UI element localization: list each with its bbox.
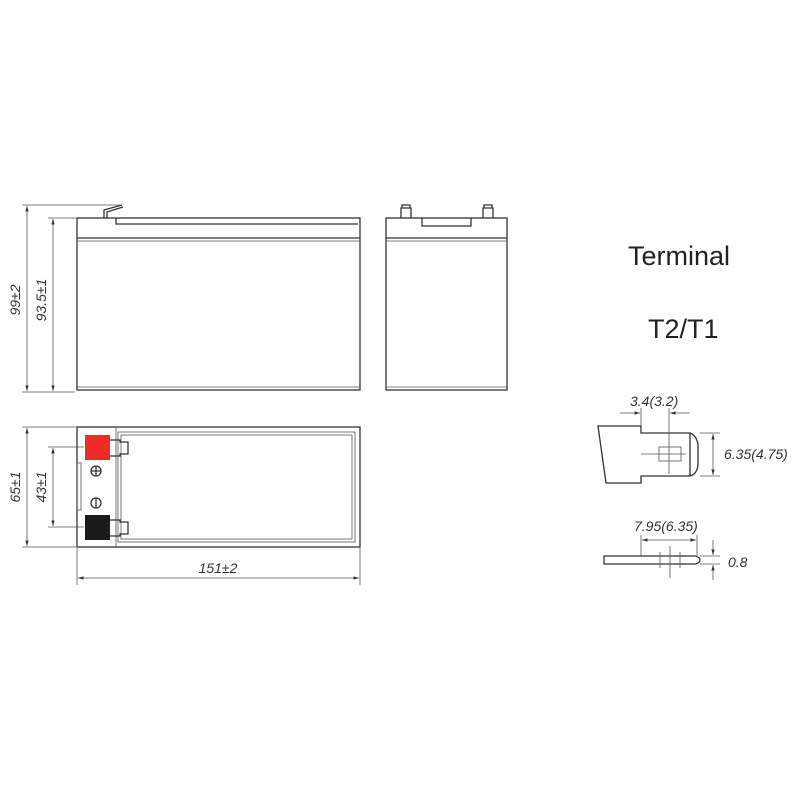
terminal-left [400, 204, 412, 218]
terminal-thickness-label: 0.8 [728, 554, 748, 570]
negative-terminal [85, 515, 110, 540]
length-label: 151±2 [199, 560, 238, 576]
terminal-spacing-label: 43±1 [33, 471, 49, 502]
height-total-label: 99±2 [7, 284, 23, 315]
terminal-detail-side: 7.95(6.35) 0.8 [603, 518, 748, 580]
terminal-length-label: 7.95(6.35) [634, 518, 698, 534]
terminal-title: Terminal [628, 241, 730, 271]
height-container-label: 93.5±1 [33, 279, 49, 322]
terminal-tab [103, 204, 124, 218]
terminal-type: T2/T1 [648, 314, 719, 344]
terminal-right [482, 204, 494, 218]
positive-terminal [85, 435, 110, 460]
top-view: 65±1 43±1 151±2 [7, 426, 361, 585]
width-label: 65±1 [7, 471, 23, 502]
terminal-offset-label: 3.4(3.2) [630, 393, 678, 409]
terminal-width-label: 6.35(4.75) [724, 446, 788, 462]
terminal-detail-top: 3.4(3.2) 6.35(4.75) [597, 393, 788, 484]
minus-icon [90, 497, 102, 509]
front-view: 99±2 93.5±1 [7, 204, 361, 393]
plus-icon [90, 465, 102, 477]
side-view [385, 204, 508, 391]
